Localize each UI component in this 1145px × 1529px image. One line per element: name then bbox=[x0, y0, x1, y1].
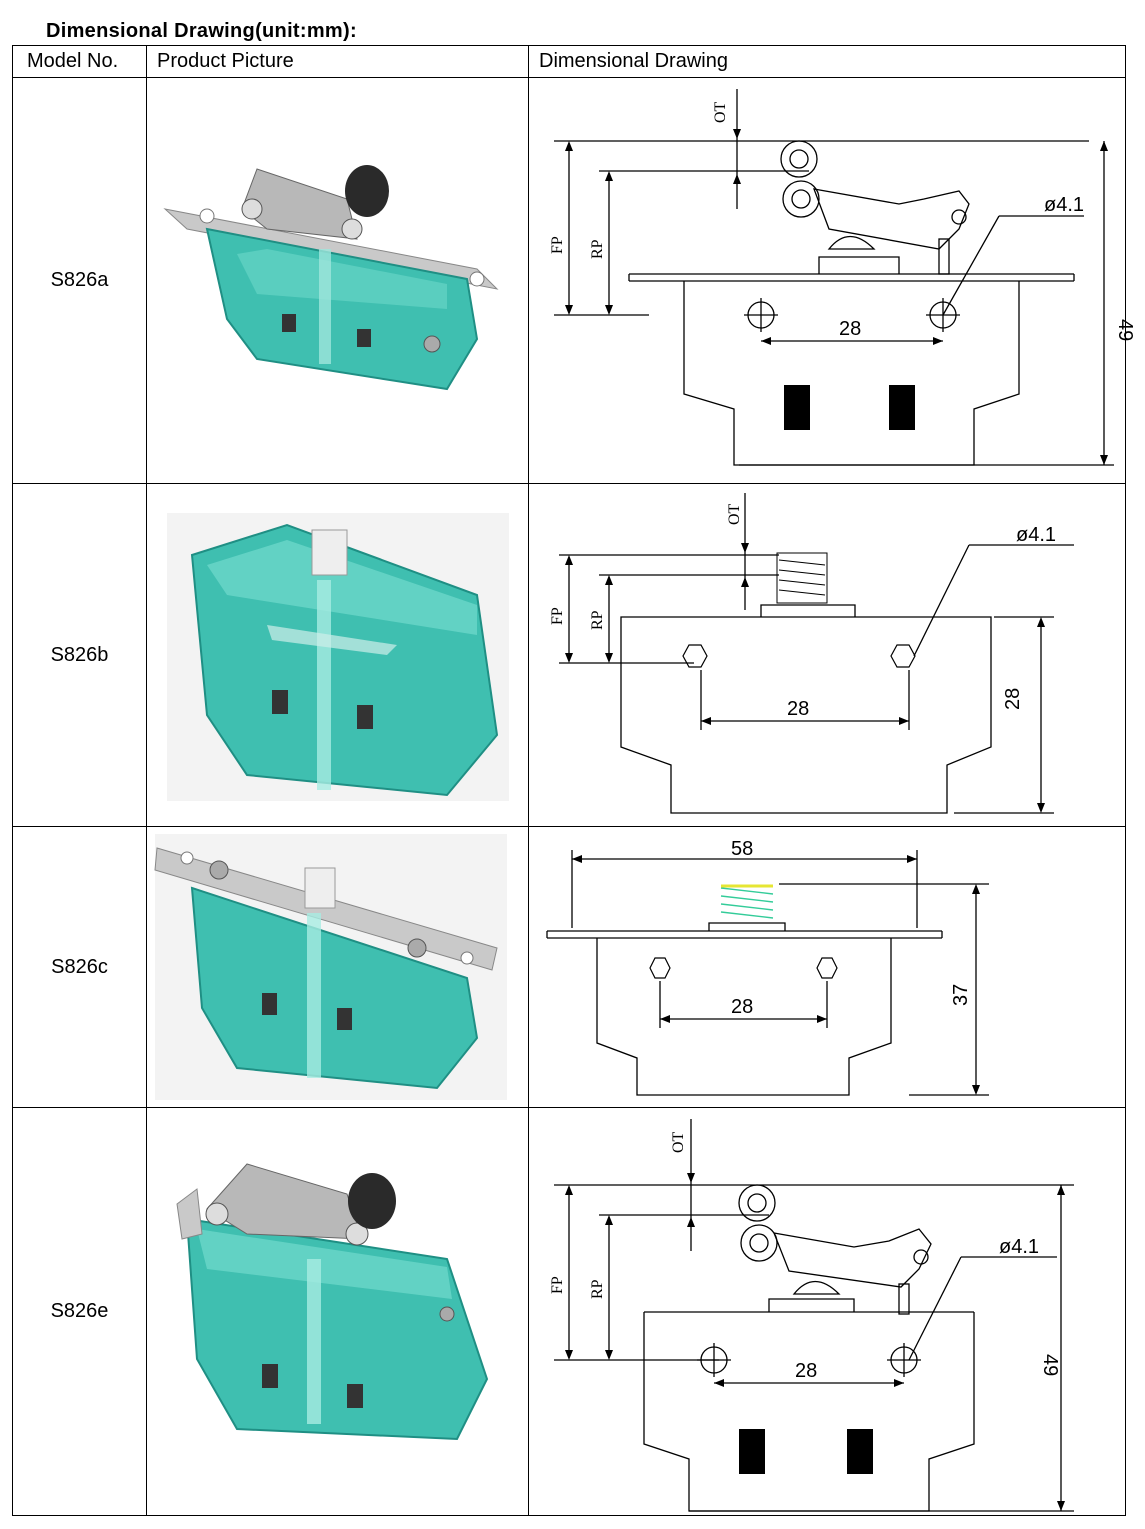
rp-label: RP bbox=[589, 239, 606, 259]
column-header-picture: Product Picture bbox=[146, 45, 529, 78]
rp-label: RP bbox=[589, 1279, 606, 1299]
table-row: S826a bbox=[12, 77, 1136, 484]
hole-pitch-label: 28 bbox=[731, 996, 753, 1018]
fp-label: FP bbox=[549, 607, 566, 625]
table-header-row: Model No. Product Picture Dimensional Dr… bbox=[12, 45, 1126, 78]
model-number: S826c bbox=[12, 826, 147, 1108]
model-number: S826e bbox=[12, 1107, 147, 1516]
hole-pitch-label: 28 bbox=[795, 1360, 817, 1382]
drawing-svg: OT FP RP ø4.1 28 28 bbox=[549, 492, 1074, 814]
product-picture bbox=[146, 77, 529, 484]
lever-roller-microswitch-photo bbox=[163, 164, 499, 390]
dimensional-drawing: OT FP RP ø4.1 28 28 bbox=[528, 483, 1126, 827]
ot-label: OT bbox=[670, 1131, 687, 1153]
hole-diameter-label: ø4.1 bbox=[1044, 194, 1084, 216]
hole-pitch-label: 28 bbox=[787, 698, 809, 720]
dimensional-drawing: 58 28 37 bbox=[528, 826, 1126, 1108]
height-label: 28 bbox=[1002, 687, 1024, 709]
column-header-model: Model No. bbox=[12, 45, 147, 78]
fp-label: FP bbox=[549, 1276, 566, 1294]
drawing-svg: OT FP RP ø4.1 28 49 bbox=[549, 88, 1136, 466]
model-number: S826a bbox=[12, 77, 147, 484]
hole-diameter-label: ø4.1 bbox=[999, 1236, 1039, 1258]
drawing-svg: OT FP RP ø4.1 28 49 bbox=[549, 1118, 1074, 1512]
fp-label: FP bbox=[549, 236, 566, 254]
plunger-microswitch-photo bbox=[167, 512, 509, 801]
page-title: Dimensional Drawing(unit:mm): bbox=[46, 20, 357, 42]
hole-diameter-label: ø4.1 bbox=[1016, 524, 1056, 546]
rp-label: RP bbox=[589, 610, 606, 630]
height-label: 37 bbox=[950, 983, 972, 1005]
plunger-mounting-plate-microswitch-photo bbox=[154, 833, 507, 1100]
dimension-table: Model No. Product Picture Dimensional Dr… bbox=[12, 45, 1136, 1516]
product-picture bbox=[146, 483, 529, 827]
dimensional-drawing: OT FP RP ø4.1 28 49 bbox=[528, 77, 1136, 484]
table-row: S826b bbox=[12, 483, 1126, 827]
drawing-svg: 58 28 37 bbox=[546, 838, 989, 1096]
height-label: 49 bbox=[1114, 319, 1136, 341]
model-number: S826b bbox=[12, 483, 147, 827]
ot-label: OT bbox=[712, 101, 729, 123]
column-header-drawing: Dimensional Drawing bbox=[528, 45, 1126, 78]
height-label: 49 bbox=[1039, 1354, 1061, 1376]
table-row: S826e bbox=[12, 1107, 1126, 1516]
dimensional-drawing: OT FP RP ø4.1 28 49 bbox=[528, 1107, 1126, 1516]
hole-pitch-label: 28 bbox=[839, 318, 861, 340]
product-picture bbox=[146, 826, 529, 1108]
table-row: S826c bbox=[12, 826, 1126, 1108]
ot-label: OT bbox=[726, 503, 743, 525]
product-picture bbox=[146, 1107, 529, 1516]
width-label: 58 bbox=[731, 838, 753, 860]
lever-roller-microswitch-photo bbox=[176, 1162, 489, 1440]
